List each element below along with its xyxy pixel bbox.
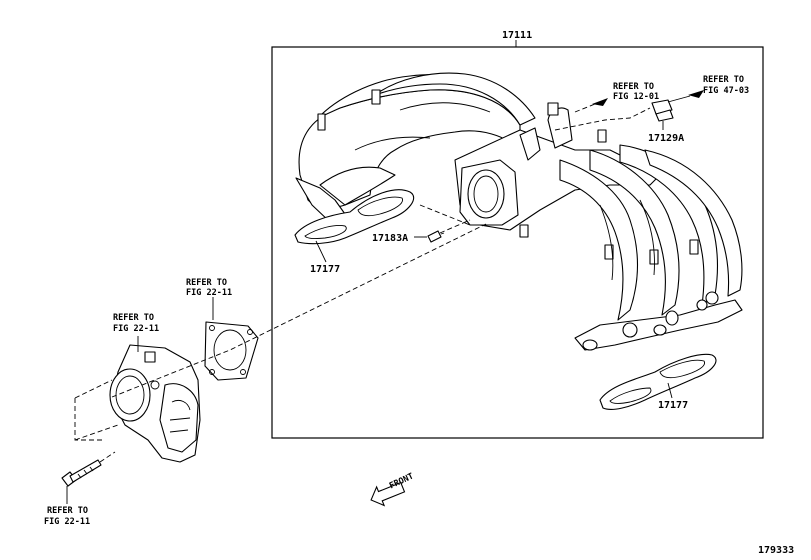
plug-17183a	[427, 230, 445, 243]
label-refer-fig-12-01-line2: FIG 12-01	[613, 92, 659, 102]
label-17129a: 17129A	[648, 133, 684, 144]
label-refer-fig-22-11-throttle-line1: REFER TO	[113, 313, 154, 323]
throttle-gasket	[204, 321, 259, 381]
fitting-17129a	[651, 95, 691, 122]
label-refer-fig-47-03-line1: REFER TO	[703, 75, 744, 85]
leader-17177-lower	[667, 382, 673, 399]
assembly-frame	[271, 46, 764, 439]
label-17111: 17111	[502, 30, 532, 41]
gasket-17177-upper	[294, 189, 415, 245]
label-refer-fig-22-11-bolt-line2: FIG 22-11	[44, 517, 90, 527]
label-refer-fig-22-11-bolt-line1: REFER TO	[47, 506, 88, 516]
throttle-dash-box	[74, 379, 119, 441]
alignment-line-main	[111, 223, 487, 398]
label-17177-lower: 17177	[658, 400, 688, 411]
alignment-line-upper	[419, 204, 471, 226]
label-refer-fig-12-01-line1: REFER TO	[613, 82, 654, 92]
front-arrow-icon	[370, 481, 406, 507]
leader-17177-upper	[315, 240, 327, 263]
label-refer-fig-47-03-line2: FIG 47-03	[703, 86, 749, 96]
throttle-body-part	[109, 344, 201, 463]
label-refer-fig-22-11-gasket-line1: REFER TO	[186, 278, 227, 288]
label-refer-fig-22-11-gasket-line2: FIG 22-11	[186, 288, 232, 298]
bolt-part	[61, 459, 102, 487]
label-refer-fig-22-11-throttle-line2: FIG 22-11	[113, 324, 159, 334]
diagram-id: 179333	[758, 545, 794, 556]
dash-17129a	[554, 107, 651, 131]
intake-manifold-part	[295, 72, 743, 351]
gasket-17177-lower	[599, 353, 717, 410]
dash-bolt	[99, 451, 116, 463]
label-17183a: 17183A	[372, 233, 408, 244]
label-17177-upper: 17177	[310, 264, 340, 275]
dash-17183a	[439, 219, 471, 234]
arrow-fig-47-03	[688, 90, 704, 98]
